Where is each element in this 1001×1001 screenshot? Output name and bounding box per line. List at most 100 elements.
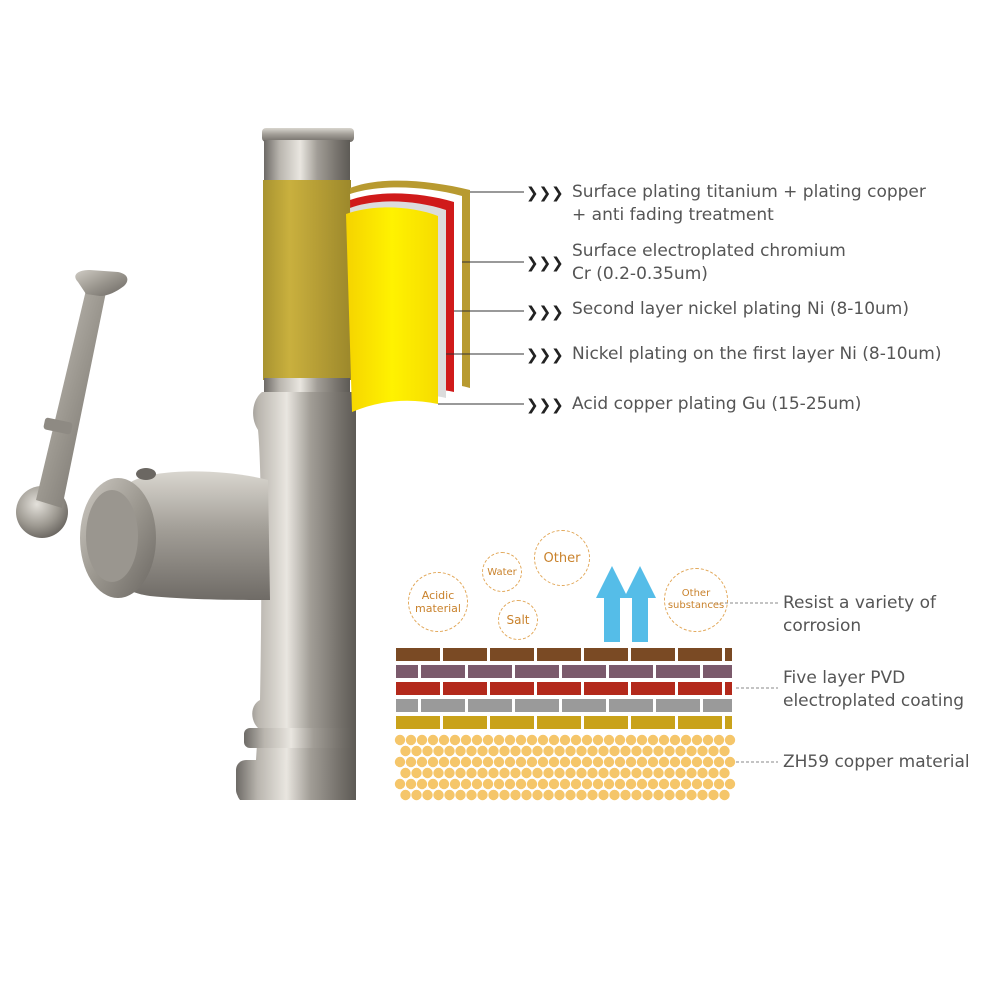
copper-dot (631, 745, 642, 757)
copper-dot (697, 767, 708, 779)
copper-dot (598, 789, 609, 801)
copper-dot (532, 789, 543, 801)
copper-dot (455, 789, 466, 801)
copper-dot (471, 778, 483, 790)
coating-brick (515, 665, 559, 678)
copper-dot (526, 756, 538, 768)
coating-brick (396, 648, 440, 661)
copper-dot (400, 767, 411, 779)
copper-dot (526, 734, 538, 746)
copper-dot (592, 734, 604, 746)
copper-dot (466, 767, 477, 779)
coating-brick (678, 716, 722, 729)
copper-dot (620, 789, 631, 801)
faucet-screw (136, 468, 156, 480)
copper-dot (427, 734, 439, 746)
copper-dot (702, 756, 714, 768)
copper-dot (532, 767, 543, 779)
copper-dot (719, 789, 730, 801)
copper-dot (504, 756, 516, 768)
agent-circle-salt: Salt (498, 600, 538, 640)
copper-dot (576, 789, 587, 801)
copper-dot (658, 778, 670, 790)
copper-dot (471, 756, 483, 768)
copper-dot (422, 789, 433, 801)
copper-dot (603, 756, 615, 768)
copper-dot (411, 789, 422, 801)
copper-dot (537, 734, 549, 746)
copper-dot (713, 778, 725, 790)
copper-dot (493, 734, 505, 746)
copper-dot (669, 734, 681, 746)
copper-dot (609, 789, 620, 801)
copper-dot (565, 789, 576, 801)
copper-dot (675, 789, 686, 801)
copper-dot (664, 767, 675, 779)
coating-brick (443, 648, 487, 661)
copper-dot (499, 789, 510, 801)
copper-dot (405, 778, 417, 790)
copper-dot (477, 767, 488, 779)
callout-copper-material: ZH59 copper material (783, 751, 970, 774)
copper-dot (691, 778, 703, 790)
agent-label: Acidic material (415, 589, 461, 615)
copper-dot (664, 745, 675, 757)
copper-dot (405, 734, 417, 746)
copper-dot (411, 767, 422, 779)
copper-dot (724, 778, 736, 790)
layer-label-acid-copper: Acid copper plating Gu (15-25um) (572, 393, 861, 416)
copper-dot (620, 745, 631, 757)
copper-dot (504, 734, 516, 746)
copper-dot (400, 789, 411, 801)
coating-brick (443, 682, 487, 695)
copper-dot (576, 767, 587, 779)
coating-brick (421, 665, 465, 678)
copper-dot (581, 778, 593, 790)
coating-brick (725, 716, 732, 729)
faucet-lever-shaft (36, 290, 106, 508)
copper-dot (559, 756, 571, 768)
copper-dot (466, 789, 477, 801)
coating-brick (631, 716, 675, 729)
copper-dot (416, 756, 428, 768)
agent-circle-acidic: Acidic material (408, 572, 468, 632)
copper-dot (449, 734, 461, 746)
copper-dot (581, 756, 593, 768)
copper-dot (554, 745, 565, 757)
copper-dot (460, 778, 472, 790)
agent-label: Salt (506, 613, 530, 627)
copper-dot (680, 734, 692, 746)
copper-dot (455, 745, 466, 757)
faucet-base (236, 760, 356, 800)
copper-dot (609, 745, 620, 757)
copper-dot (394, 756, 406, 768)
copper-dot (416, 734, 428, 746)
coating-brick (584, 648, 628, 661)
copper-dot (554, 789, 565, 801)
copper-dot (719, 745, 730, 757)
layer-label-nickel-first: Nickel plating on the first layer Ni (8-… (572, 343, 941, 366)
copper-dot (642, 789, 653, 801)
faucet-lever-head (75, 270, 128, 296)
coating-brick (515, 699, 559, 712)
copper-dot (471, 734, 483, 746)
copper-dot (499, 767, 510, 779)
coating-brick (631, 648, 675, 661)
copper-dot (603, 778, 615, 790)
coating-brick (678, 682, 722, 695)
copper-dot (669, 756, 681, 768)
copper-dot (433, 767, 444, 779)
copper-dot (636, 756, 648, 768)
callout-line1: ZH59 copper material (783, 752, 970, 772)
copper-dot (675, 745, 686, 757)
copper-dot (537, 778, 549, 790)
coating-brick (703, 665, 732, 678)
copper-dot (548, 778, 560, 790)
agent-circle-other-substances: Other substances (664, 568, 728, 632)
copper-dot (636, 778, 648, 790)
copper-dot (691, 734, 703, 746)
up-arrow-icon (596, 566, 628, 642)
copper-dot (669, 778, 681, 790)
copper-dot (719, 767, 730, 779)
copper-dot (680, 756, 692, 768)
